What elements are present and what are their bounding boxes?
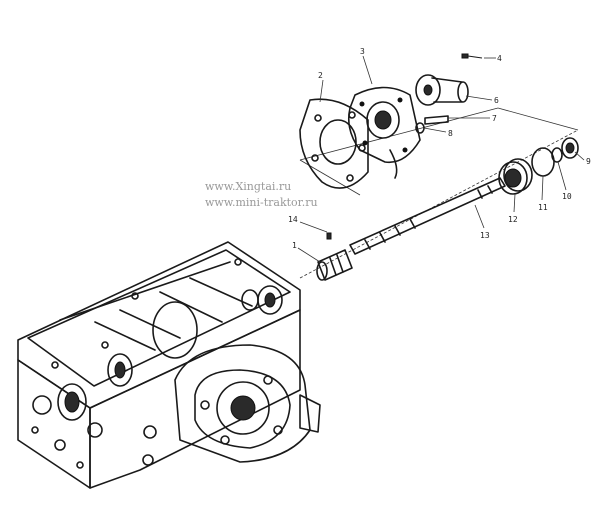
callout-2: 2: [318, 71, 323, 80]
gearbox-housing: [17, 241, 321, 489]
callout-12: 12: [508, 215, 518, 224]
callout-4: 4: [497, 54, 502, 63]
part-1-coupling: [316, 249, 353, 281]
callout-6: 6: [494, 96, 499, 105]
part-3-pump-cover: [347, 86, 421, 179]
watermark-line-2: www.mini-traktor.ru: [205, 196, 318, 209]
part-13-main-shaft: [349, 177, 506, 255]
assembly-axis-lines: [299, 107, 579, 279]
callout-3: 3: [360, 47, 365, 56]
callout-leaders: [297, 55, 585, 263]
callout-labels: 2 3 4 6 7 8 9 10 11 12 13 14 1: [288, 47, 591, 250]
part-11-retaining-ring: [531, 147, 555, 177]
part-7-pin: [424, 115, 449, 125]
callout-8: 8: [448, 129, 453, 138]
part-2-gasket: [299, 98, 369, 189]
part-14-key: [326, 232, 332, 240]
part-10-ring: [551, 147, 563, 163]
part-12-bearing: [498, 158, 533, 195]
watermark-line-1: www.Xingtai.ru: [205, 180, 291, 193]
callout-13: 13: [480, 231, 490, 240]
callout-11: 11: [538, 203, 548, 212]
callout-14: 14: [288, 215, 298, 224]
callout-10: 10: [562, 192, 572, 201]
part-6-flange-shaft: [415, 74, 469, 106]
callout-7: 7: [492, 114, 497, 123]
part-8-washer: [415, 122, 425, 134]
callout-9: 9: [586, 157, 591, 166]
callout-1: 1: [292, 241, 297, 250]
part-4-bolt: [461, 53, 483, 59]
part-9-nut: [561, 137, 579, 159]
